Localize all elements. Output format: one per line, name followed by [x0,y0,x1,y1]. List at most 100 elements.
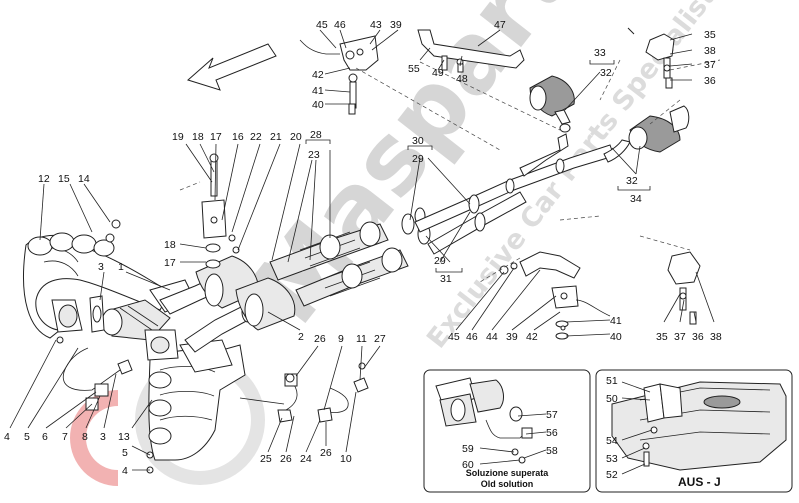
callout: 32 [626,175,638,187]
callout: 54 [606,435,618,447]
callout: 10 [340,453,352,465]
callout: 49 [432,67,444,79]
callout: 26 [280,453,292,465]
callout: 37 [704,59,716,71]
callout: 38 [704,45,716,57]
bracket-right-rubber [667,251,701,311]
callout: 5 [122,447,128,459]
callout: 35 [704,29,716,41]
callout: 46 [334,19,346,31]
callout: 9 [338,333,344,345]
callout: 29 [434,255,446,267]
intermediate-pipe [414,144,615,255]
callout: 43 [370,19,382,31]
callout: 26 [320,447,332,459]
callout: 17 [164,257,176,269]
callout: 8 [82,431,88,443]
callout: 47 [494,19,506,31]
small-hardware [56,58,697,474]
callout: 15 [58,173,70,185]
callout: 29 [412,153,424,165]
callout: 2 [298,331,304,343]
leader-lines [9,29,715,475]
left-manifold [23,232,171,339]
callout: 57 [546,409,558,421]
callout: 42 [312,69,324,81]
callout: 51 [606,375,618,387]
callout: 35 [656,331,668,343]
group-brackets [305,60,651,273]
callout: 24 [300,453,312,465]
callout: 20 [290,131,302,143]
callout: 34 [630,193,642,205]
callout: 30 [412,135,424,147]
callout: 40 [610,331,622,343]
bracket-mid-left [201,153,240,269]
bracket-top-left [299,35,379,109]
callout: 12 [38,173,50,185]
callout: 18 [192,131,204,143]
callout: 53 [606,453,618,465]
callout: 42 [526,331,538,343]
callout: 38 [710,331,722,343]
callout: 25 [260,453,272,465]
callout: 5 [24,431,30,443]
bracket-mid-right [519,251,611,317]
callout: 28 [310,129,322,141]
direction-arrow [187,43,277,91]
pre-catalyst-lower [235,277,296,331]
old-solution-caption-en: Old solution [481,479,534,489]
callout: 3 [98,261,104,273]
callout: 27 [374,333,386,345]
silencer-rear [628,105,690,153]
callout: 23 [308,149,320,161]
callout: 39 [506,331,518,343]
callout: 44 [486,331,498,343]
callout: 14 [78,173,90,185]
callout: 58 [546,445,558,457]
callout: 40 [312,99,324,111]
callout: 41 [610,315,622,327]
main-catalyst-lower [295,247,409,307]
routing-lines [179,59,721,283]
callout: 46 [466,331,478,343]
main-catalyst-upper [269,221,389,281]
callout: 31 [440,273,452,285]
callout: 16 [232,131,244,143]
callout: 45 [448,331,460,343]
callout: 19 [172,131,184,143]
callout: 4 [4,431,10,443]
callout: 39 [390,19,402,31]
callout: 33 [594,47,606,59]
callout: 41 [312,85,324,97]
callout: 26 [314,333,326,345]
callout: 59 [462,443,474,455]
bracket-top-right [627,27,675,79]
callout: 56 [546,427,558,439]
old-solution-caption-it: Soluzione superata [466,468,550,478]
callout: 17 [210,131,222,143]
gasket-left [89,295,105,333]
callout: 60 [462,459,474,471]
callout: 4 [122,465,128,477]
callout: 1 [118,261,124,273]
callout: 22 [250,131,262,143]
callout: 55 [408,63,420,75]
callout: 52 [606,469,618,481]
callout: 3 [100,431,106,443]
callout: 18 [164,239,176,251]
aus-j-label: AUS - J [678,475,721,489]
callout: 13 [118,431,130,443]
callout: 45 [316,19,328,31]
aus-j-inset: AUS - J [595,369,793,493]
old-solution-inset: Soluzione superata Old solution [423,369,591,493]
callout: 36 [692,331,704,343]
callout: 37 [674,331,686,343]
callout: 32 [600,67,612,79]
callout: 7 [62,431,68,443]
callout: 21 [270,131,282,143]
callout: 36 [704,75,716,87]
silencer-upper [529,75,575,133]
callout: 50 [606,393,618,405]
